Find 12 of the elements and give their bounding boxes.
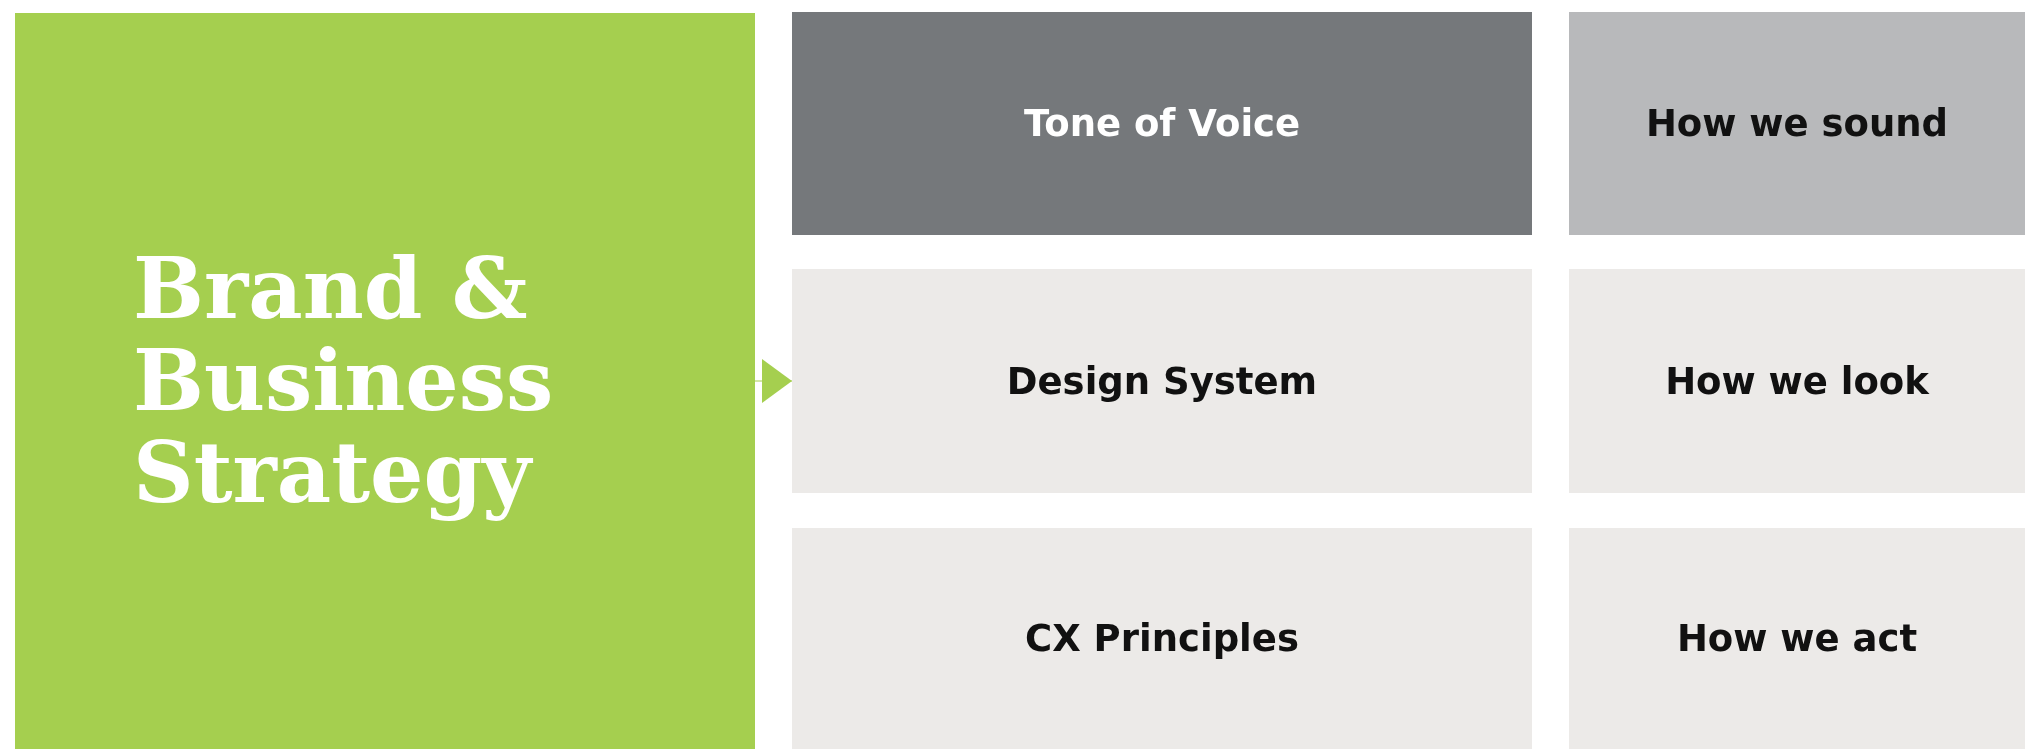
- heading-text: Brand & Business Strategy: [133, 243, 555, 519]
- strategy-panel: [15, 13, 755, 749]
- box-label: Tone of Voice: [1023, 102, 1301, 145]
- box-label: Design System: [1006, 359, 1318, 403]
- chevron-arrow: [754, 359, 793, 403]
- box-label: How we act: [1676, 617, 1918, 660]
- section-box: [1569, 12, 2025, 235]
- box-label: CX Principles: [1025, 617, 1299, 660]
- section-box: [792, 12, 1532, 235]
- section-box: [792, 269, 1532, 493]
- box-label: How we sound: [1645, 102, 1949, 145]
- box-label: How we look: [1665, 359, 1929, 403]
